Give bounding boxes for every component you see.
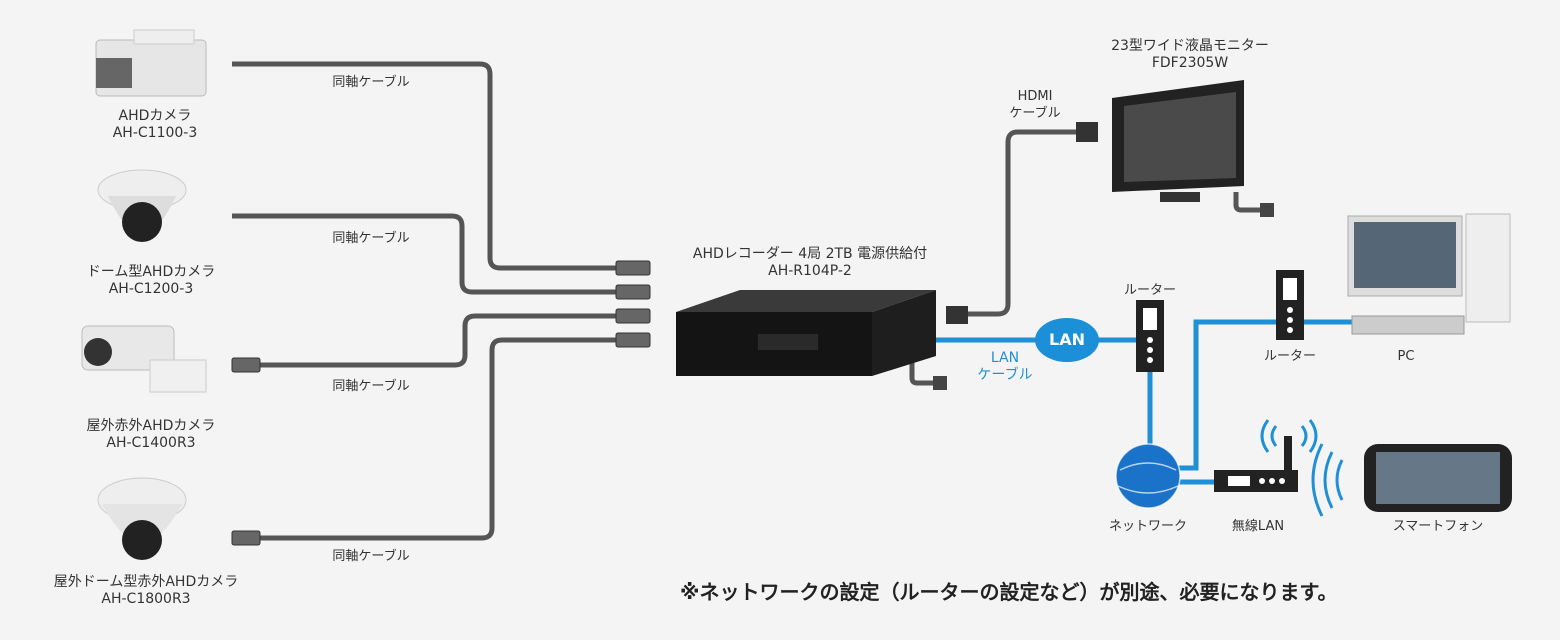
network-globe-icon	[1115, 443, 1181, 509]
lan-cable-line1: LAN	[990, 350, 1020, 366]
wifi-waves-icon	[1260, 419, 1344, 517]
lan-cable-line2: ケーブル	[977, 367, 1033, 383]
power-plug-icon	[1260, 203, 1274, 217]
camera-4-label: 屋外ドーム型赤外AHDカメラ AH-C1800R3	[26, 574, 266, 608]
power-plug-icon	[933, 376, 947, 390]
lan-bubble-shape	[1035, 318, 1099, 362]
pc-icon	[1347, 213, 1511, 335]
lan-bubble-label: LAN	[1049, 330, 1085, 349]
camera-2-name: ドーム型AHDカメラ	[86, 264, 216, 280]
bullet-camera-icon	[81, 325, 207, 393]
hdmi-plug-recorder	[946, 306, 968, 324]
hdmi-label-line1: HDMI	[1017, 89, 1053, 104]
monitor-label: 23型ワイド液晶モニター FDF2305W	[1080, 38, 1300, 72]
camera-3-name: 屋外赤外AHDカメラ	[86, 418, 216, 434]
camera-3-label: 屋外赤外AHDカメラ AH-C1400R3	[56, 418, 246, 452]
camera-1-model: AH-C1100-3	[112, 125, 198, 141]
coax-cable-label-4: 同軸ケーブル	[332, 549, 410, 564]
camera-2-model: AH-C1200-3	[108, 281, 194, 297]
hdmi-label-line2: ケーブル	[1009, 106, 1061, 121]
coax-cable-label-1: 同軸ケーブル	[332, 75, 410, 90]
coax-cable-2	[232, 213, 620, 295]
network-setup-note: ※ネットワークの設定（ルーターの設定など）が別途、必要になります。	[680, 580, 1338, 604]
outdoor-dome-camera-icon	[97, 477, 187, 560]
camera-3-model: AH-C1400R3	[106, 435, 196, 451]
router-icon	[1276, 270, 1304, 340]
smartphone-label: スマートフォン	[1392, 519, 1484, 534]
recorder-label: AHDレコーダー 4局 2TB 電源供給付 AH-R104P-2	[640, 246, 980, 280]
camera-1-label: AHDカメラ AH-C1100-3	[80, 108, 230, 142]
router-icon	[1136, 300, 1164, 372]
camera-4-model: AH-C1800R3	[101, 591, 191, 607]
monitor-power-cord	[1233, 192, 1262, 213]
box-camera-icon	[95, 29, 207, 97]
lan-cable-label: LAN ケーブル	[960, 350, 1050, 384]
camera-1-name: AHDカメラ	[118, 108, 192, 124]
monitor-icon	[1112, 80, 1244, 202]
network-label: ネットワーク	[1108, 519, 1187, 534]
coax-cable-3	[258, 313, 620, 368]
coax-cable-1	[232, 61, 620, 271]
router-top-label: ルーター	[1123, 283, 1176, 298]
recorder-model: AH-R104P-2	[768, 263, 852, 279]
pc-label: PC	[1397, 349, 1415, 364]
wireless-router-icon	[1214, 436, 1298, 492]
hdmi-cable-label: HDMI ケーブル	[1000, 88, 1070, 122]
lan-line-network-right	[1175, 319, 1360, 471]
dome-camera-icon	[97, 169, 187, 242]
monitor-name: 23型ワイド液晶モニター	[1111, 38, 1269, 54]
router-right-label: ルーター	[1263, 349, 1316, 364]
camera-4-name: 屋外ドーム型赤外AHDカメラ	[53, 574, 239, 590]
coax-cable-label-2: 同軸ケーブル	[332, 231, 410, 246]
hdmi-cable	[966, 129, 1080, 317]
recorder-icon	[676, 290, 936, 376]
smartphone-icon	[1364, 444, 1512, 512]
bnc-connectors	[231, 260, 651, 546]
coax-cable-4	[258, 337, 620, 541]
recorder-power-cord	[909, 362, 935, 386]
monitor-model: FDF2305W	[1151, 55, 1229, 71]
hdmi-plug-monitor	[1076, 122, 1098, 142]
recorder-name: AHDレコーダー 4局 2TB 電源供給付	[692, 246, 928, 262]
coax-cable-label-3: 同軸ケーブル	[332, 379, 410, 394]
camera-2-label: ドーム型AHDカメラ AH-C1200-3	[56, 264, 246, 298]
wireless-lan-label: 無線LAN	[1231, 519, 1285, 534]
